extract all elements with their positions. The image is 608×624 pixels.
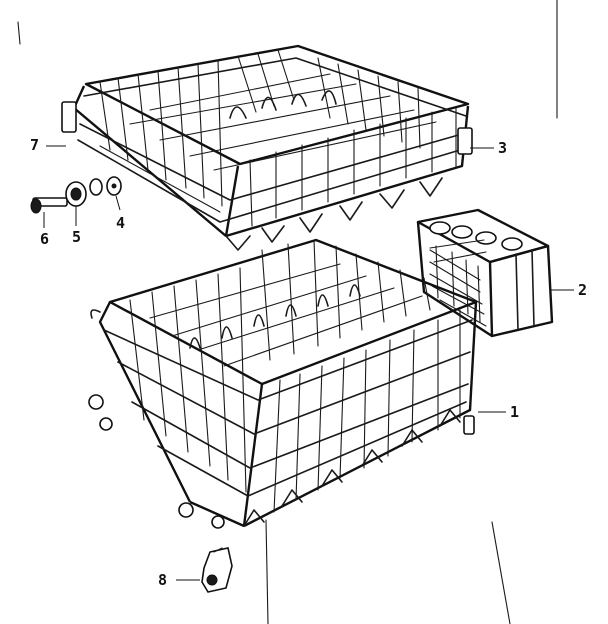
roller-wheel xyxy=(65,181,87,207)
scan-marks xyxy=(17,0,558,624)
callout-7: 7 xyxy=(30,136,40,154)
callout-1: 1 xyxy=(510,403,520,421)
stud-assembly xyxy=(30,176,122,214)
callout-3: 3 xyxy=(498,139,508,157)
leader-lines xyxy=(43,145,574,581)
callout-8: 8 xyxy=(158,571,168,589)
washer xyxy=(106,176,122,196)
stud xyxy=(30,197,68,214)
callout-5: 5 xyxy=(72,228,82,246)
upper-rack xyxy=(61,44,473,251)
callout-6: 6 xyxy=(40,230,50,248)
lower-rack-roller xyxy=(201,547,233,593)
washer-a xyxy=(89,178,103,196)
lower-rack xyxy=(88,238,478,529)
callout-4: 4 xyxy=(116,214,126,232)
callout-2: 2 xyxy=(578,281,588,299)
silverware-basket xyxy=(416,208,554,338)
